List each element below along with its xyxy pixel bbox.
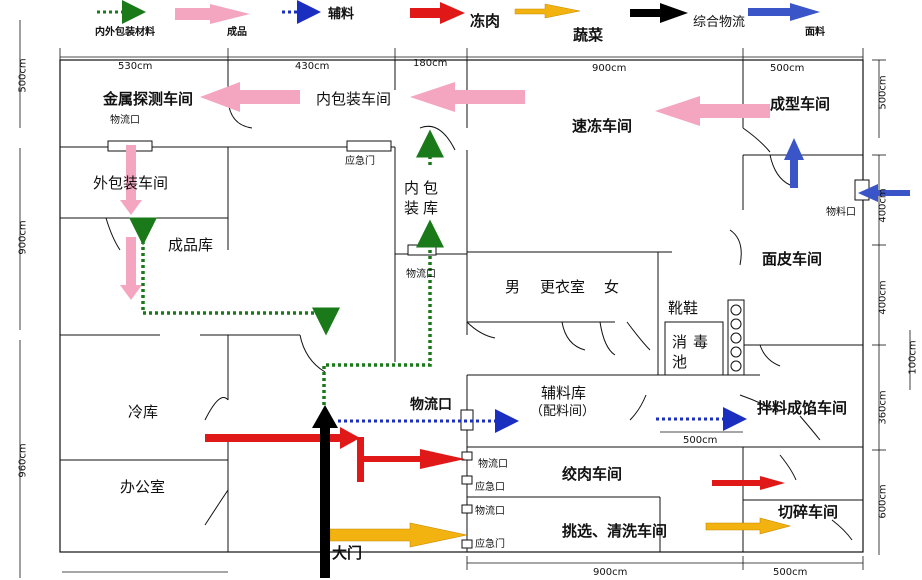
room-forming: 成型车间: [770, 95, 831, 113]
dim-top-4: 900cm: [592, 63, 627, 74]
room-finished-store: 成品库: [168, 236, 214, 254]
room-metal-detect: 金属探测车间: [103, 90, 194, 108]
room-mixing: 拌料成馅车间: [757, 399, 848, 417]
vegetable-flow: [329, 517, 792, 548]
room-mincing: 绞肉车间: [562, 465, 623, 483]
logistics-port-label-3: 物流口: [410, 397, 452, 413]
dim-top-5: 500cm: [770, 63, 805, 74]
room-shoes: 靴鞋: [668, 299, 699, 317]
room-office: 办公室: [120, 478, 166, 496]
logistics-port-label-2: 物流口: [406, 269, 436, 280]
room-aux-store-sub: （配料间）: [530, 404, 596, 419]
legend-label-packaging: 内外包装材料: [95, 27, 155, 38]
room-inner-pack-store: 内包装库: [404, 179, 443, 217]
dim-left-1: 500cm: [17, 58, 29, 93]
dim-right-6: 600cm: [877, 484, 889, 519]
room-sorting: 挑选、清洗车间: [562, 522, 668, 540]
logistics-port-label-1: 物流口: [110, 115, 140, 126]
legend-label-dough: 面料: [805, 27, 825, 38]
emergency-door-label-2: 应急门: [475, 539, 505, 550]
dim-top-1: 530cm: [118, 61, 153, 72]
auxiliary-flow: [338, 407, 747, 433]
room-disinfect: 消毒池: [672, 333, 715, 371]
dim-top-3: 180cm: [413, 58, 448, 69]
legend-label-auxiliary: 辅料: [328, 7, 355, 22]
dim-right-4: 100cm: [907, 340, 919, 375]
room-outer-pack: 外包装车间: [93, 174, 169, 192]
legend-swatches: [97, 0, 820, 24]
dim-right-5: 360cm: [877, 390, 889, 425]
main-gate-label: 大门: [332, 544, 363, 562]
emergency-door-label-1: 应急门: [345, 156, 375, 167]
legend-label-vegetable: 蔬菜: [573, 26, 604, 44]
logistics-port-label-4: 物流口: [478, 459, 508, 470]
dim-right-2: 400cm: [877, 188, 889, 223]
dim-right-1: 500cm: [877, 75, 889, 110]
dim-bottom-2: 500cm: [773, 567, 808, 578]
door-arcs: [105, 99, 853, 541]
dim-bottom-1: 900cm: [593, 567, 628, 578]
legend-label-finished: 成品: [227, 27, 247, 38]
dimension-lines: [19, 20, 911, 578]
room-inner-pack: 内包装车间: [316, 90, 392, 108]
room-male: 男: [505, 278, 521, 296]
dim-top-2: 430cm: [295, 61, 330, 72]
room-aux-store: 辅料库: [541, 384, 587, 402]
frozen-meat-flow: [205, 427, 785, 490]
legend-label-logistics: 综合物流: [693, 15, 746, 30]
logistics-port-label-5: 物流口: [475, 506, 505, 517]
dim-left-2: 900cm: [17, 220, 29, 255]
dim-mid: 500cm: [683, 435, 718, 446]
room-cold-store: 冷库: [128, 403, 159, 421]
room-chopping: 切碎车间: [778, 503, 839, 521]
dim-right-3: 400cm: [877, 280, 889, 315]
emergency-port-label: 应急口: [475, 482, 505, 493]
legend-label-frozen-meat: 冻肉: [470, 12, 501, 30]
room-quick-freeze: 速冻车间: [572, 117, 633, 135]
room-female: 女: [604, 278, 620, 296]
dim-left-3: 960cm: [17, 443, 29, 478]
packaging-flow: [129, 129, 444, 405]
room-dough: 面皮车间: [762, 250, 823, 268]
room-locker: 更衣室: [540, 278, 586, 296]
material-port-label: 物料口: [826, 207, 856, 218]
finished-goods-flow: [120, 82, 770, 300]
general-logistics-flow: [312, 405, 338, 578]
outer-walls: [59, 59, 864, 553]
dough-flow: [784, 138, 910, 202]
